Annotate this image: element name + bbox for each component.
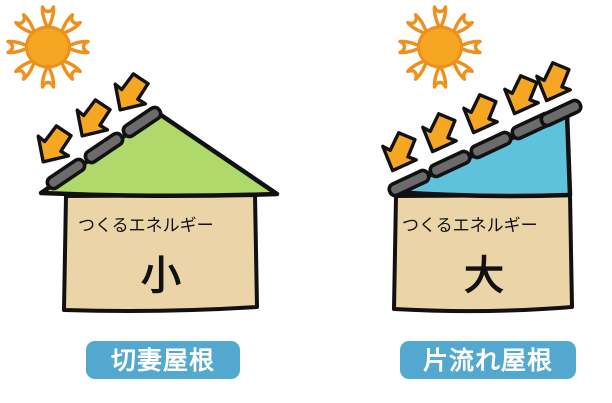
right-energy-amount: 大 [464,253,504,299]
sun-icon [6,5,90,89]
right-house-group [373,5,585,314]
down-right-arrow-icon [454,89,507,142]
caption-badge-gable-roof: 切妻屋根 [86,341,240,379]
left-energy-label: つくるエネルギー [78,216,214,236]
caption-badge-shed-roof: 片流れ屋根 [400,341,576,379]
house-wall-left [62,193,259,313]
gable-roof [38,110,280,199]
house-wall-right [392,193,574,314]
right-energy-label: つくるエネルギー [402,216,538,236]
left-house-group [6,5,280,313]
left-energy-amount: 小 [141,253,181,299]
down-right-arrow-icon [413,108,466,161]
down-right-arrow-icon [373,127,426,180]
sun-icon [398,5,482,89]
